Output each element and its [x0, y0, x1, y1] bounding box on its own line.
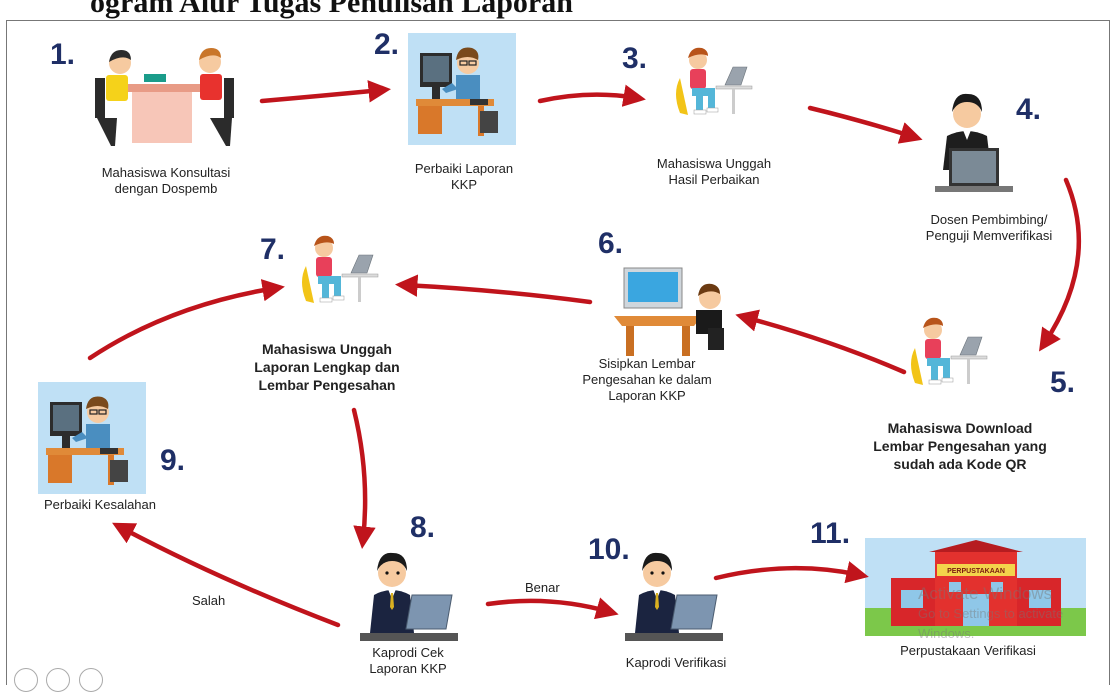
- arrow-10-to-11: [713, 561, 869, 584]
- arrow-8-to-9: [112, 522, 341, 628]
- illustration-insert-sheet: [614, 267, 724, 356]
- illustration-lecturer-verify: [935, 93, 1013, 192]
- step-number-2: 2.: [374, 28, 400, 61]
- slide-controls: [14, 668, 107, 697]
- step-number-5: 5.: [1050, 366, 1076, 399]
- illustration-kaprodi-check: [359, 552, 459, 642]
- arrow-2-to-3: [537, 84, 646, 107]
- arrow-5-to-6: [735, 309, 907, 375]
- arrow-9-to-7: [87, 279, 285, 361]
- step-number-10: 10.: [588, 533, 630, 566]
- slide-control-next[interactable]: [78, 668, 103, 692]
- slide-control-prev[interactable]: [14, 668, 38, 692]
- illustration-student-download: [910, 317, 988, 386]
- caption-step-11: Perpustakaan Verifikasi: [900, 643, 1036, 658]
- illustration-fix-errors: [37, 381, 147, 495]
- page-title: ogram Alur Tugas Penulisan Laporan: [90, 0, 573, 19]
- caption-step-10: Kaprodi Verifikasi: [625, 655, 727, 670]
- arrow-7-to-8: [351, 407, 376, 549]
- illustration-revise-report: [407, 32, 517, 146]
- illustration-kaprodi-verify: [624, 552, 724, 642]
- arrow-3-to-4: [807, 105, 923, 144]
- step-number-4: 4.: [1016, 93, 1042, 126]
- caption-step-4: Dosen Pembimbing/Penguji Memverifikasi: [925, 212, 1053, 243]
- slide-control-zoom[interactable]: [46, 668, 71, 692]
- illustration-student-upload: [675, 47, 753, 116]
- step-number-8: 8.: [410, 511, 436, 544]
- step-number-6: 6.: [598, 227, 624, 260]
- activation-watermark: Activate Windows Go to Settings to activ…: [918, 584, 1064, 641]
- edge-label-salah: Salah: [192, 593, 226, 608]
- diagram-frame: [6, 20, 1110, 685]
- illustration-student-upload-final: [301, 235, 379, 304]
- arrow-6-to-7: [395, 274, 593, 305]
- step-number-1: 1.: [50, 38, 76, 71]
- edge-label-benar: Benar: [525, 580, 560, 595]
- top-strip: ogram Alur Tugas Penulisan Laporan: [0, 0, 1117, 19]
- step-number-3: 3.: [622, 42, 648, 75]
- arrow-8-to-10: [485, 597, 619, 620]
- arrow-4-to-5: [1039, 177, 1082, 352]
- step-number-7: 7.: [260, 233, 286, 266]
- illustration-library: PERPUSTAKAAN: [865, 538, 1086, 636]
- illustration-consultation: [95, 48, 234, 146]
- step-number-9: 9.: [160, 444, 186, 477]
- library-sign: PERPUSTAKAAN: [947, 568, 1005, 575]
- caption-step-9: Perbaiki Kesalahan: [43, 497, 157, 512]
- step-number-11: 11.: [810, 517, 851, 550]
- arrow-1-to-2: [259, 80, 391, 104]
